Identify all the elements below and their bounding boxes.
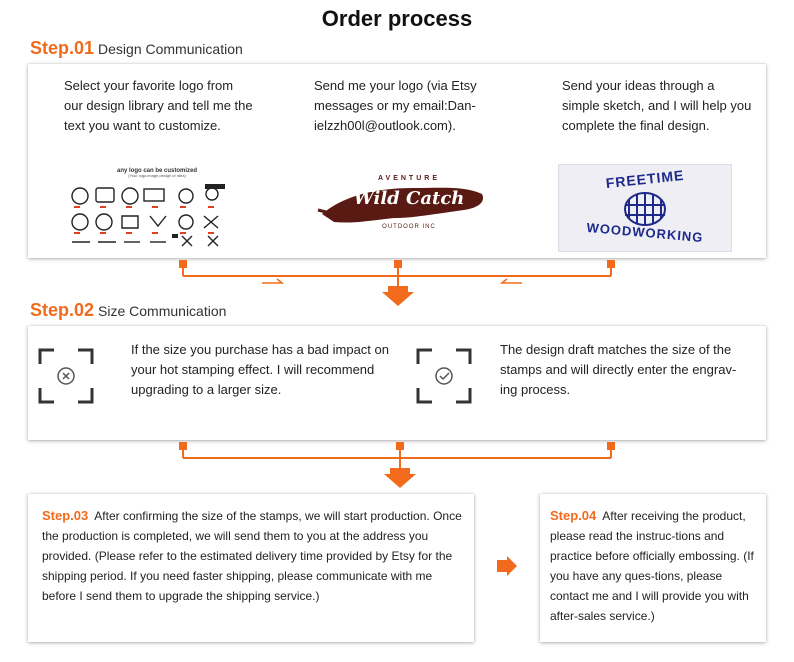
step4-number: Step.04: [550, 508, 597, 523]
step1-card: Select your favorite logo from our desig…: [28, 64, 766, 258]
step2-item1-text: If the size you purchase has a bad impac…: [131, 342, 389, 397]
step1-col3-text: Send your ideas through a simple sketch,…: [562, 78, 752, 133]
step3-text: After confirming the size of the stamps,…: [42, 509, 462, 603]
step2-card: If the size you purchase has a bad impac…: [28, 326, 766, 440]
x-scan-icon: [38, 348, 94, 404]
step1-label: Design Communication: [98, 41, 243, 57]
step3-number: Step.03: [42, 508, 89, 523]
wild-catch-top: AVENTURE: [378, 175, 440, 182]
logo-library-image: any logo can be customized (Your logo,im…: [62, 168, 252, 252]
right-arrow-icon: [497, 556, 517, 576]
logo-library-caption: any logo can be customized: [116, 168, 197, 174]
barrel-icon: [624, 192, 666, 226]
check-scan-icon: [416, 348, 472, 404]
wild-catch-bottom: OUTDOOR INC: [382, 224, 436, 230]
connector-1: [179, 260, 615, 306]
logo-grid-graphic: [71, 184, 225, 247]
step4-text: After receiving the product, please read…: [550, 509, 754, 623]
step3-card: Step.03 After confirming the size of the…: [28, 494, 474, 642]
connector-2: [179, 442, 615, 488]
step1-col2-text: Send me your logo (via Etsy messages or …: [314, 78, 477, 133]
step2-item2-text: The design draft matches the size of the…: [500, 342, 737, 397]
page-title: Order process: [321, 6, 473, 31]
step1-number: Step.01: [30, 38, 95, 58]
logo-library-subcaption: (Your logo,image,design or idea): [128, 173, 186, 178]
step4-body: Step.04 After receiving the product, ple…: [550, 506, 760, 626]
wild-catch-shape: [317, 187, 484, 223]
step1-col1-text: Select your favorite logo from our desig…: [64, 78, 253, 133]
step2-number: Step.02: [30, 300, 95, 320]
wild-catch-main: Wild Catch: [353, 188, 465, 209]
step4-card: Step.04 After receiving the product, ple…: [540, 494, 766, 642]
wild-catch-logo: AVENTURE Wild Catch OUTDOOR INC: [314, 174, 504, 238]
step2-label: Size Communication: [98, 303, 227, 319]
step3-body: Step.03 After confirming the size of the…: [42, 506, 462, 606]
sketch-image: FREETIME WOODWORKING: [558, 164, 732, 252]
